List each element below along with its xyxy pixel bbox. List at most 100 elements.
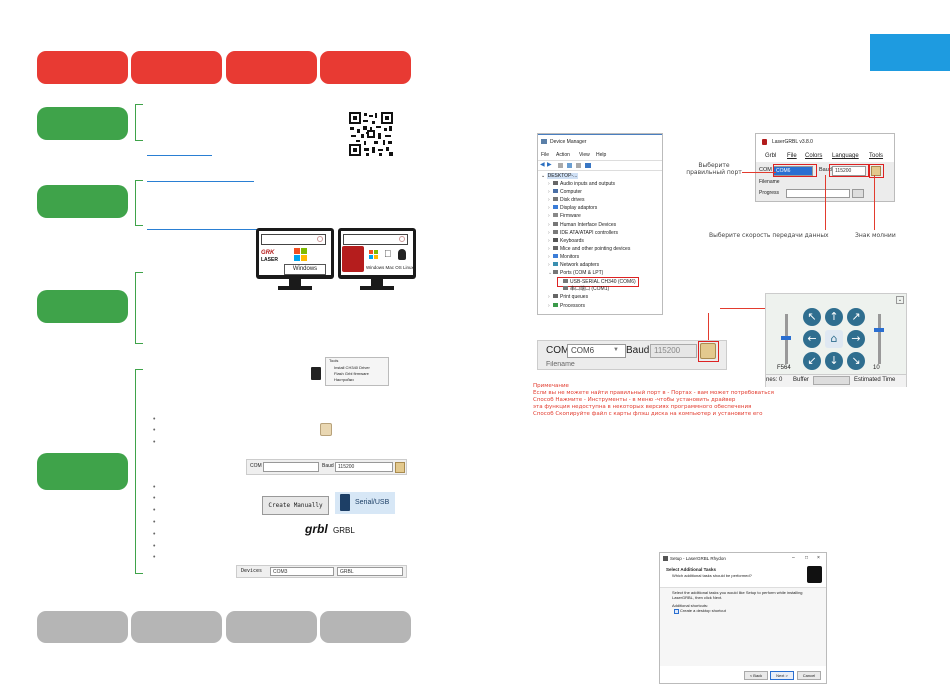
tools-menu-flash[interactable]: Flash Grbl firmware	[334, 371, 369, 376]
com-select[interactable]: COM6	[567, 344, 626, 358]
expand-arrow-icon[interactable]: ›	[548, 189, 550, 196]
step-slider-thumb[interactable]	[874, 328, 884, 332]
baud-select[interactable]: 115200	[335, 462, 393, 472]
expand-arrow-icon[interactable]: ›	[548, 197, 550, 204]
cancel-button[interactable]: Cancel	[797, 671, 821, 680]
com-select[interactable]	[263, 462, 319, 472]
jog-down-right-button[interactable]: ↘	[847, 352, 865, 370]
devices-type-select[interactable]: GRBL	[337, 567, 403, 576]
speed-slider-thumb[interactable]	[781, 336, 791, 340]
tab-red-2[interactable]	[131, 51, 222, 84]
jog-left-button[interactable]: ←	[803, 330, 821, 348]
tree-item[interactable]: ›Monitors	[548, 253, 579, 261]
devices-bar-shot: Devices COM3 GRBL	[236, 565, 407, 578]
close-icon[interactable]: ×	[817, 555, 820, 561]
tree-item[interactable]: ›Keyboards	[548, 237, 584, 245]
arrow-icon: ↓	[829, 354, 839, 367]
device-icon	[553, 270, 558, 275]
tree-item[interactable]: ›Audio inputs and outputs	[548, 180, 615, 188]
forward-icon[interactable]: ▶	[547, 162, 552, 168]
jog-down-left-button[interactable]: ↙	[803, 352, 821, 370]
tab-red-1[interactable]	[37, 51, 128, 84]
jog-up-left-button[interactable]: ↖	[803, 308, 821, 326]
menu-language[interactable]: Language	[832, 153, 859, 159]
jog-up-right-button[interactable]: ↗	[847, 308, 865, 326]
menu-view[interactable]: View	[579, 152, 590, 158]
toolbar-icon[interactable]	[558, 163, 563, 168]
expand-arrow-icon[interactable]: ›	[548, 221, 550, 228]
expand-arrow-icon[interactable]: ›	[548, 213, 550, 220]
jog-up-button[interactable]: ↑	[825, 308, 843, 326]
tree-item[interactable]: ›Human Interface Devices	[548, 221, 616, 229]
expand-arrow-icon[interactable]: ›	[548, 245, 550, 252]
tab-gray-4[interactable]	[320, 611, 411, 643]
expand-arrow-icon[interactable]: ⌄	[548, 270, 553, 277]
back-button[interactable]: < Back	[744, 671, 768, 680]
expand-arrow-icon[interactable]: ›	[548, 181, 550, 187]
back-icon[interactable]: ◀	[540, 162, 545, 168]
connect-icon[interactable]	[871, 166, 881, 176]
tree-item[interactable]: ›Mice and other pointing devices	[548, 245, 630, 253]
tab-gray-3[interactable]	[226, 611, 317, 643]
expand-arrow-icon[interactable]: ›	[548, 229, 550, 236]
tree-item[interactable]: ›Processors	[548, 302, 585, 310]
next-button[interactable]: Next >	[770, 671, 794, 680]
tree-item-label: Network adapters	[560, 262, 600, 268]
baud-select[interactable]: 115200	[832, 166, 866, 176]
menu-file[interactable]: File	[541, 152, 550, 158]
menu-action[interactable]: Action	[556, 152, 570, 158]
desktop-shortcut-checkbox[interactable]	[674, 609, 679, 614]
menu-tools[interactable]: Tools	[869, 153, 884, 159]
devices-select[interactable]: COM3	[270, 567, 334, 576]
step-1-link[interactable]	[147, 155, 212, 156]
tree-root[interactable]: ⌄ DESKTOP-...	[541, 173, 579, 179]
tree-item[interactable]: ⌄Ports (COM & LPT)	[548, 269, 603, 277]
step-2-link-1[interactable]	[147, 181, 254, 182]
tab-red-3[interactable]	[226, 51, 317, 84]
menu-file[interactable]: File	[787, 153, 797, 159]
tab-red-4[interactable]	[320, 51, 411, 84]
minimize-icon[interactable]: –	[792, 555, 795, 561]
menu-help[interactable]: Help	[596, 152, 607, 158]
create-manually-button[interactable]: Create Manually	[262, 496, 329, 515]
toolbar-icon[interactable]	[567, 163, 572, 168]
expand-arrow-icon[interactable]: ›	[548, 294, 550, 301]
jog-right-button[interactable]: →	[847, 330, 865, 348]
tree-child-item[interactable]: USB-SERIAL CH340 (COM6)	[557, 277, 639, 288]
tree-item[interactable]: › Network adapters	[548, 261, 599, 269]
step-2-link-2[interactable]	[147, 229, 280, 230]
tree-item[interactable]: ›Disk drives	[548, 196, 584, 204]
jog-down-button[interactable]: ↓	[825, 352, 843, 370]
connect-icon[interactable]	[700, 343, 716, 359]
tree-item[interactable]: ›Firmware	[548, 212, 581, 220]
tools-menu-install-driver[interactable]: Install CH340 Driver	[334, 365, 370, 370]
tab-gray-1[interactable]	[37, 611, 128, 643]
toolbar-icon[interactable]	[576, 163, 581, 168]
open-button[interactable]	[852, 189, 864, 198]
expand-arrow-icon[interactable]: ›	[548, 262, 550, 268]
setup-body: Select the additional tasks you would li…	[672, 590, 803, 600]
jog-home-button[interactable]: ⌂	[825, 330, 843, 348]
close-icon[interactable]: ⌄	[896, 296, 904, 304]
tree-item[interactable]: ›IDE ATA/ATAPI controllers	[548, 229, 618, 237]
expand-arrow-icon[interactable]: ›	[548, 205, 550, 212]
menu-grbl[interactable]: Grbl	[765, 153, 777, 159]
tab-gray-2[interactable]	[131, 611, 222, 643]
tree-item[interactable]: ›Display adaptors	[548, 204, 597, 212]
baud-select[interactable]: 115200	[650, 344, 697, 358]
toolbar-icon[interactable]	[585, 163, 591, 168]
tools-menu-title[interactable]: Tools	[329, 358, 339, 363]
expand-arrow-icon[interactable]: ›	[548, 302, 550, 309]
step-slider[interactable]	[878, 314, 881, 364]
tree-child-item[interactable]: 串口端口 (COM1)	[558, 285, 609, 293]
tree-item[interactable]: ›Computer	[548, 188, 582, 196]
serial-usb-button[interactable]: Serial/USB	[335, 492, 395, 514]
expand-arrow-icon[interactable]: ›	[548, 237, 550, 244]
expand-arrow-icon[interactable]: ›	[548, 253, 550, 260]
maximize-icon[interactable]: □	[805, 555, 809, 561]
arrow-icon: ↘	[851, 354, 861, 367]
connect-icon[interactable]	[395, 462, 405, 473]
tools-menu-settings[interactable]: Настройки	[334, 377, 354, 382]
tree-item[interactable]: ›Print queues	[548, 293, 588, 301]
menu-colors[interactable]: Colors	[805, 153, 823, 159]
